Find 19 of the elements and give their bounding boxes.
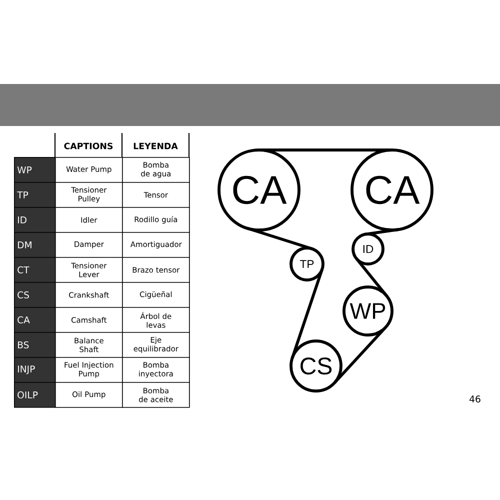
belt-line (355, 258, 388, 298)
row-code: DM (14, 232, 56, 258)
row-code: INJP (14, 357, 56, 383)
column-header: CAPTIONS (64, 142, 113, 150)
row-code: ID (14, 207, 56, 233)
page-number: 46 (470, 395, 480, 403)
row-code: CT (14, 257, 56, 283)
belt-line (290, 268, 324, 358)
belt-line (259, 148, 392, 152)
column-header: LEYENDA (134, 142, 178, 150)
row-code: WP (14, 157, 56, 183)
row-code: CS (14, 282, 56, 308)
belt-line (334, 326, 387, 384)
row-code: CA (14, 307, 56, 333)
belt-line (246, 226, 312, 250)
row-code: TP (14, 182, 56, 208)
row-code: BS (14, 332, 56, 358)
row-code: OILP (14, 382, 56, 408)
belt-line (366, 228, 398, 236)
